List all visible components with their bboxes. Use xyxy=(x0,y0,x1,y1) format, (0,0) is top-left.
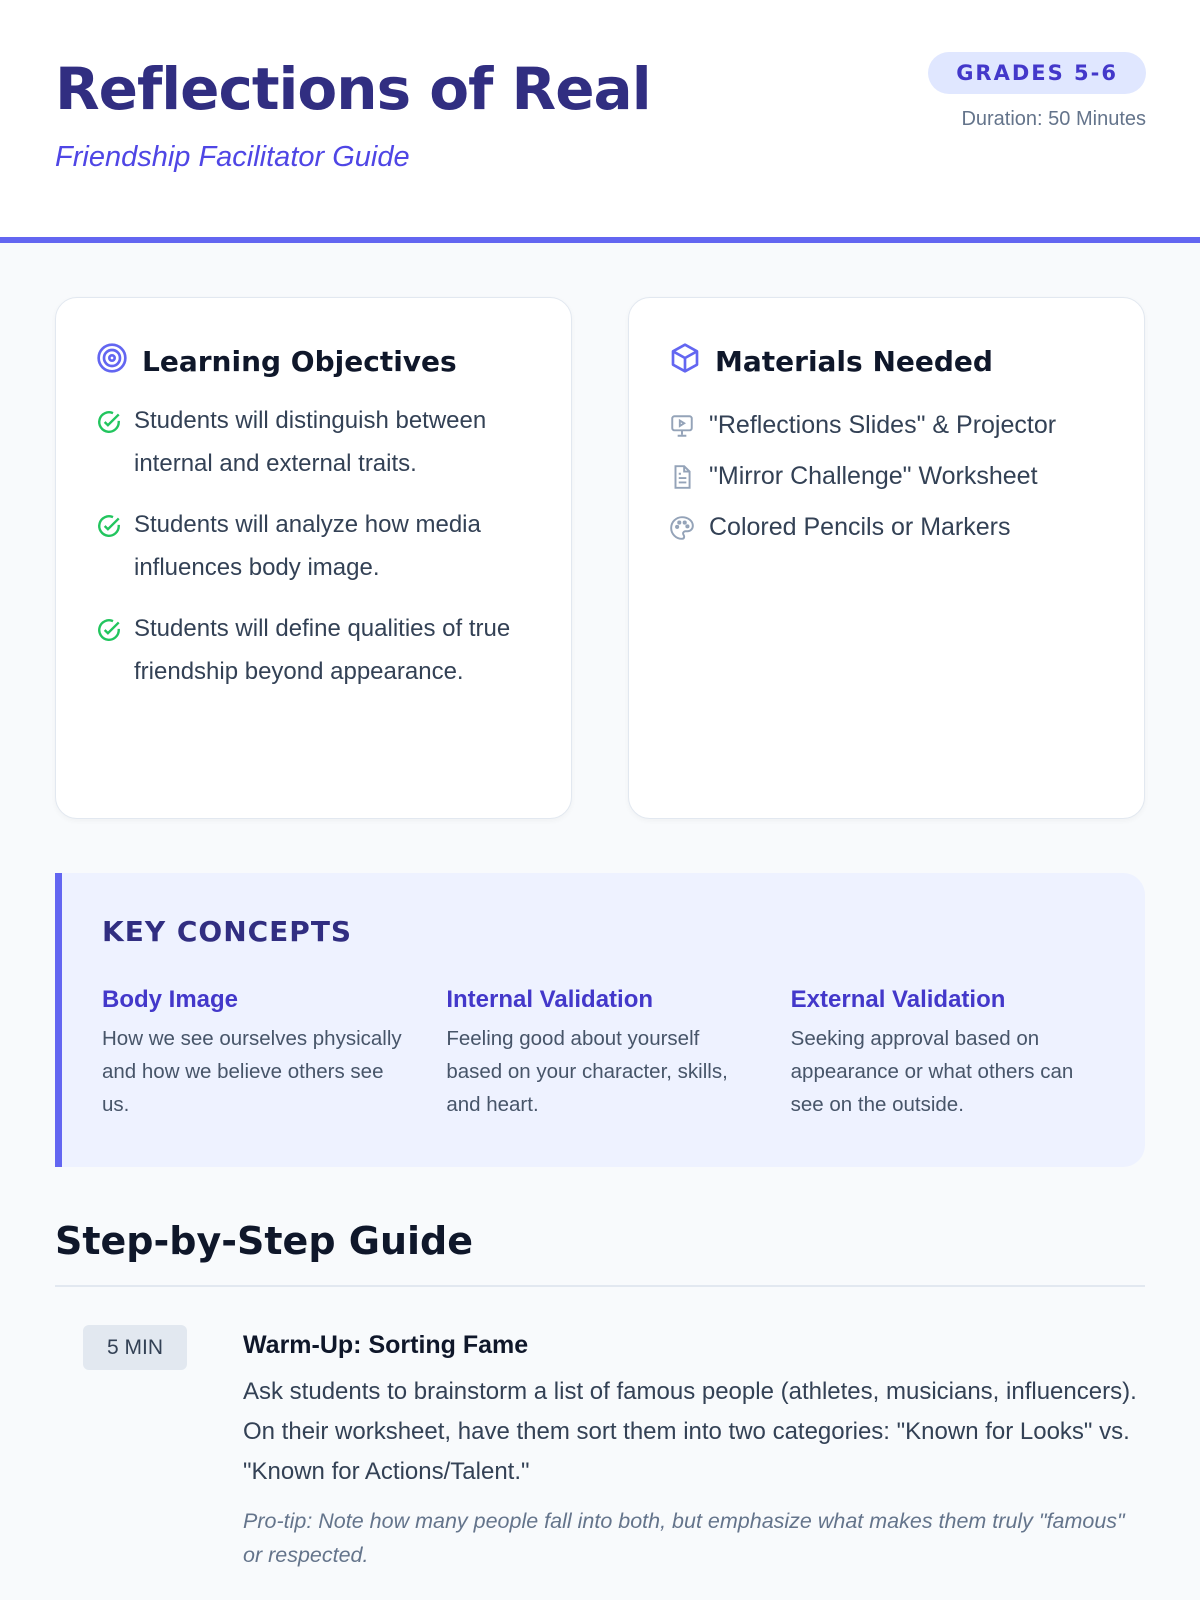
presentation-icon xyxy=(671,414,693,437)
check-circle-icon xyxy=(98,515,120,537)
card-title: Learning Objectives xyxy=(142,345,457,378)
check-circle-icon xyxy=(98,619,120,641)
header: Reflections of Real Friendship Facilitat… xyxy=(0,0,1200,243)
list-item: Students will distinguish between intern… xyxy=(96,399,531,485)
section-title: KEY CONCEPTS xyxy=(102,915,353,948)
step-title: Warm-Up: Sorting Fame xyxy=(243,1331,529,1359)
palette-icon xyxy=(670,515,694,540)
box-icon xyxy=(669,342,701,381)
section-title: Step-by-Step Guide xyxy=(55,1219,1145,1287)
materials-card: Materials Needed "Reflections Slides" & … xyxy=(628,297,1145,819)
list-item: Colored Pencils or Markers xyxy=(669,513,1104,542)
check-circle-icon xyxy=(98,411,120,433)
document-icon xyxy=(674,464,691,489)
list-item: "Reflections Slides" & Projector xyxy=(669,411,1104,440)
step-guide: Step-by-Step Guide 5 MIN Warm-Up: Sortin… xyxy=(0,1219,1200,1572)
target-icon xyxy=(96,342,128,381)
grades-badge: GRADES 5-6 xyxy=(928,52,1146,94)
card-title: Materials Needed xyxy=(715,345,993,378)
time-badge: 5 MIN xyxy=(83,1325,187,1370)
pro-tip: Pro-tip: Note how many people fall into … xyxy=(243,1509,1125,1567)
list-item: Students will analyze how media influenc… xyxy=(96,503,531,589)
list-item: Students will define qualities of true f… xyxy=(96,607,531,693)
step-text: Ask students to brainstorm a list of fam… xyxy=(243,1378,1137,1485)
step-item: 5 MIN Warm-Up: Sorting Fame Ask students… xyxy=(55,1325,1145,1572)
page-subtitle: Friendship Facilitator Guide xyxy=(55,141,410,173)
page-title: Reflections of Real xyxy=(55,55,652,123)
duration: Duration: 50 Minutes xyxy=(961,108,1146,130)
list-item: "Mirror Challenge" Worksheet xyxy=(669,462,1104,491)
learning-objectives-card: Learning Objectives Students will distin… xyxy=(55,297,572,819)
